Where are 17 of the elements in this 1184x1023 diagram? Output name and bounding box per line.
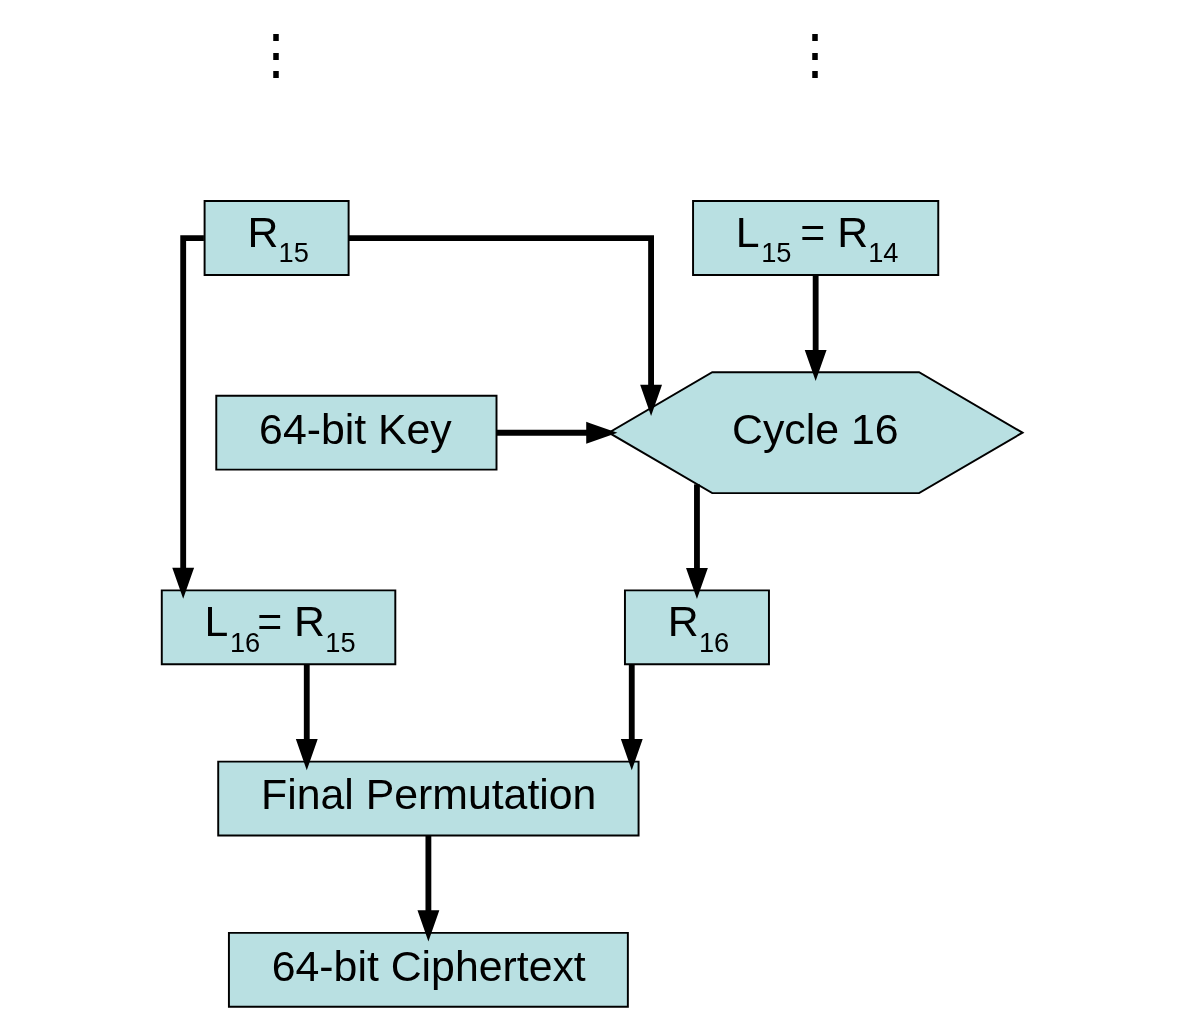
arrow: [348, 235, 662, 417]
node-box: 64-bit Key: [215, 394, 498, 471]
arrow: [620, 664, 643, 771]
arrow: [686, 484, 708, 600]
node-box: L$_{16}$= R$_{15}$: [160, 589, 397, 666]
node-box: L$_{15}$ = R$_{14}$: [692, 200, 940, 276]
node-box: R$_{15}$: [203, 200, 350, 276]
arrow: [417, 835, 440, 942]
arrow: [172, 235, 204, 599]
node-box: Final Permutation: [217, 760, 640, 837]
arrow: [804, 275, 827, 382]
label: ⋮: [788, 24, 843, 86]
node-box: 64-bit Ciphertext: [227, 931, 629, 1008]
node-box: R$_{16}$: [623, 589, 770, 666]
label: ⋮: [249, 24, 304, 86]
arrow: [496, 421, 618, 444]
arrow: [295, 664, 318, 771]
